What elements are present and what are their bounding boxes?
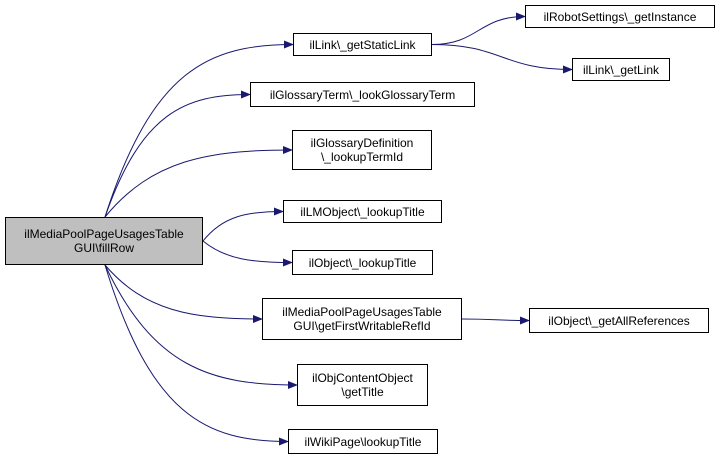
- node-label-line: GUI\getFirstWritableRefId: [293, 319, 431, 333]
- graph-node[interactable]: ilGlossaryTerm\_lookGlossaryTerm: [250, 82, 475, 107]
- graph-node[interactable]: ilRobotSettings\_getInstance: [525, 5, 715, 28]
- node-label-line: ilWikiPage\lookupTitle: [304, 434, 422, 449]
- graph-edge: [431, 12, 526, 45]
- node-label-line: ilObject\_getAllReferences: [548, 313, 690, 328]
- graph-edge: [202, 240, 293, 267]
- graph-node[interactable]: ilLink\_getStaticLink: [293, 33, 432, 56]
- graph-edge: [461, 316, 530, 325]
- node-label-line: \getTitle: [341, 385, 384, 399]
- graph-edge: [104, 146, 293, 218]
- node-label-line: ilLink\_getStaticLink: [309, 37, 416, 52]
- graph-node[interactable]: ilLMObject\_lookupTitle: [283, 200, 442, 223]
- graph-edge: [104, 264, 263, 323]
- node-label-line: ilObject\_lookupTitle: [308, 255, 417, 270]
- node-label-line: \_lookupTermId: [320, 150, 404, 164]
- node-label-line: ilObjContentObject: [312, 371, 413, 385]
- node-label-line: GUI\fillRow: [73, 241, 134, 255]
- node-label-line: ilMediaPoolPageUsagesTable: [24, 227, 184, 241]
- graph-edge: [104, 264, 289, 446]
- graph-node[interactable]: ilObject\_lookupTitle: [292, 250, 433, 275]
- node-label-line: ilGlossaryTerm\_lookGlossaryTerm: [269, 87, 456, 102]
- graph-edge: [202, 207, 284, 242]
- node-label-line: ilMediaPoolPageUsagesTable: [282, 305, 442, 319]
- graph-edge: [104, 264, 298, 389]
- node-label-line: ilLink\_getLink: [582, 62, 660, 77]
- graph-node[interactable]: ilLink\_getLink: [572, 58, 670, 81]
- node-label-line: ilLMObject\_lookupTitle: [300, 204, 425, 219]
- graph-edge: [104, 90, 251, 218]
- graph-node[interactable]: ilGlossaryDefinition\_lookupTermId: [292, 130, 432, 170]
- graph-node[interactable]: ilObjContentObject\getTitle: [297, 364, 428, 406]
- node-label-line: ilRobotSettings\_getInstance: [543, 9, 697, 24]
- graph-node[interactable]: ilObject\_getAllReferences: [529, 308, 709, 333]
- graph-edge: [431, 44, 573, 74]
- node-label-line: ilGlossaryDefinition: [310, 136, 414, 150]
- graph-edge: [104, 40, 294, 218]
- graph-node[interactable]: ilWikiPage\lookupTitle: [288, 429, 438, 454]
